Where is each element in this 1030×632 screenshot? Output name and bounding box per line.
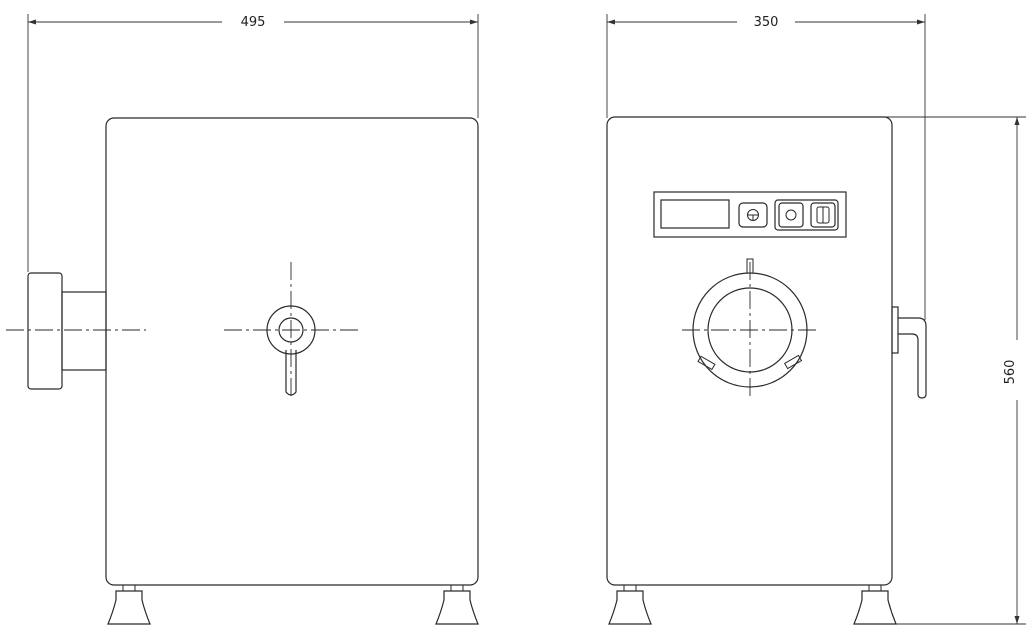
dimension-label-495: 495: [241, 15, 266, 30]
side-lever: [891, 306, 927, 399]
dimension-label-350: 350: [754, 15, 779, 30]
start-circle-icon: [785, 209, 797, 221]
side-body: [105, 117, 479, 586]
side-foot-left: [107, 584, 151, 625]
start-button: [778, 202, 804, 228]
stop-button: [810, 202, 836, 228]
side-outlet: [6, 272, 146, 390]
ring-nut: [682, 258, 818, 398]
front-foot-left: [608, 584, 652, 625]
dimension-right-height: 560: [752, 116, 1026, 625]
side-foot-right: [435, 584, 479, 625]
control-panel: [653, 191, 847, 238]
display-window: [660, 199, 730, 229]
side-view: 495: [6, 14, 479, 625]
selector-knob-box: [738, 202, 768, 228]
front-foot-right: [853, 584, 897, 625]
side-handle: [224, 262, 360, 398]
dimension-left-width: 495: [27, 14, 479, 272]
dimension-right-width: 350: [606, 14, 926, 320]
dimension-label-560: 560: [1003, 360, 1018, 385]
front-view: 350 560: [606, 14, 1026, 625]
front-body: [606, 116, 893, 586]
